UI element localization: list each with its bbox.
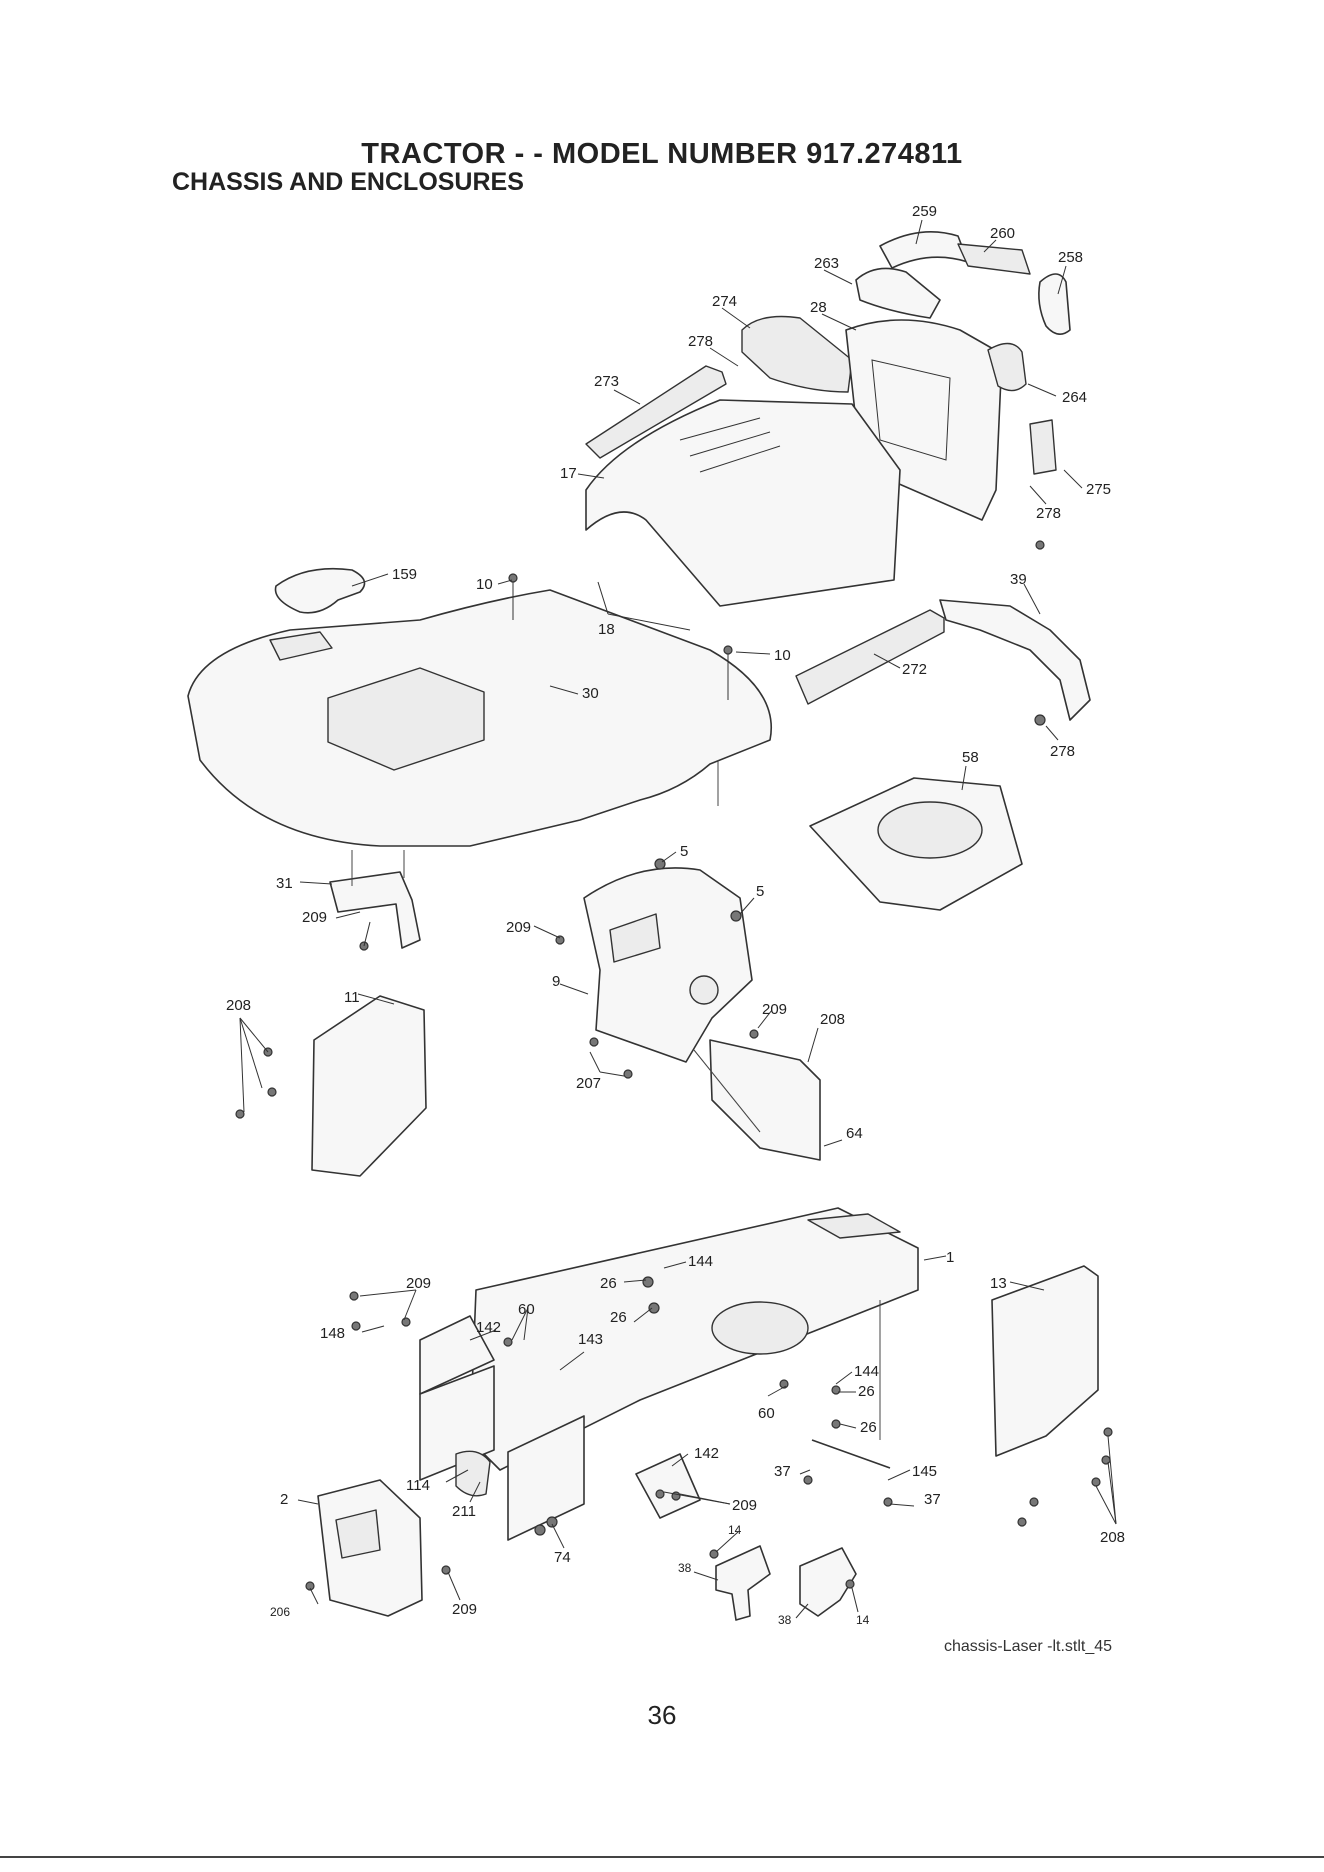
part-label-38-a: 38 (678, 1561, 692, 1575)
part-label-10-a: 10 (476, 576, 493, 593)
part-263-drawing (855, 267, 941, 319)
part-1-drawing (469, 1207, 919, 1471)
part-label-209-a: 209 (302, 909, 327, 926)
part-label-30: 30 (582, 685, 599, 702)
part-label-272: 272 (902, 661, 927, 678)
part-39-drawing (939, 599, 1091, 721)
part-label-209-e: 209 (732, 1497, 757, 1514)
part-label-14-b: 14 (856, 1613, 870, 1627)
part-label-278-b: 278 (1036, 505, 1061, 522)
part-label-26-c: 26 (858, 1383, 875, 1400)
part-142b-drawing (635, 1453, 701, 1519)
part-label-38-b: 38 (778, 1613, 792, 1627)
part-label-274: 274 (712, 293, 737, 310)
part-label-11: 11 (344, 989, 360, 1006)
part-label-37-a: 37 (774, 1463, 791, 1480)
part-label-58: 58 (962, 749, 979, 766)
section-title: CHASSIS AND ENCLOSURES (172, 168, 524, 196)
part-38a-drawing (715, 1545, 771, 1621)
part-label-10-b: 10 (774, 647, 791, 664)
part-label-37-b: 37 (924, 1491, 941, 1508)
part-label-263: 263 (814, 255, 839, 272)
part-272-drawing (795, 609, 945, 705)
part-label-1: 1 (946, 1249, 954, 1266)
part-label-64: 64 (846, 1125, 863, 1142)
part-label-144-a: 144 (688, 1253, 713, 1270)
part-label-145: 145 (912, 1463, 937, 1480)
part-114-drawing (455, 1450, 491, 1497)
part-label-264: 264 (1062, 389, 1087, 406)
part-label-273: 273 (594, 373, 619, 390)
part-label-207: 207 (576, 1075, 601, 1092)
part-label-60-b: 60 (758, 1405, 775, 1422)
part-label-209-b: 209 (506, 919, 531, 936)
part-label-209-c: 209 (762, 1001, 787, 1018)
part-label-18: 18 (598, 621, 615, 638)
part-label-259: 259 (912, 203, 937, 220)
part-label-159: 159 (392, 566, 417, 583)
part-label-211: 211 (452, 1503, 476, 1520)
part-label-206: 206 (270, 1605, 290, 1619)
part-17-drawing (585, 399, 901, 607)
part-label-208-c: 208 (1100, 1529, 1125, 1546)
part-label-208-b: 208 (820, 1011, 845, 1028)
part-142a-drawing (419, 1315, 495, 1395)
part-label-26-b: 26 (610, 1309, 627, 1326)
part-label-5-a: 5 (680, 843, 688, 860)
part-273-drawing (585, 365, 727, 459)
part-38b-drawing (799, 1547, 857, 1617)
part-11-drawing (311, 995, 427, 1177)
diagram-file-caption: chassis-Laser -lt.stlt_45 (944, 1638, 1113, 1655)
part-label-2: 2 (280, 1491, 288, 1508)
part-31-drawing (329, 871, 421, 949)
part-label-31: 31 (276, 875, 293, 892)
part-label-209-d: 209 (406, 1275, 431, 1292)
part-259-drawing (879, 231, 969, 269)
part-label-26-a: 26 (600, 1275, 617, 1292)
part-label-14-a: 14 (728, 1523, 742, 1537)
part-64-drawing (709, 1039, 821, 1161)
part-label-258: 258 (1058, 249, 1083, 266)
part-label-144-b: 144 (854, 1363, 879, 1380)
part-13-drawing (991, 1265, 1099, 1457)
part-label-208-a: 208 (226, 997, 251, 1014)
part-label-114: 114 (406, 1477, 430, 1494)
part-label-278-c: 278 (1050, 743, 1075, 760)
part-label-26-d: 26 (860, 1419, 877, 1436)
part-159-drawing (274, 567, 366, 614)
bottom-rule (0, 1856, 1324, 1858)
part-label-60-a: 60 (518, 1301, 535, 1318)
part-label-275: 275 (1086, 481, 1111, 498)
part-label-9: 9 (552, 973, 560, 990)
part-label-74: 74 (554, 1549, 571, 1566)
part-label-209-f: 209 (452, 1601, 477, 1618)
part-label-28: 28 (810, 299, 827, 316)
part-label-148: 148 (320, 1325, 345, 1342)
part-264-drawing (987, 342, 1027, 392)
part-center-plate-drawing (507, 1415, 585, 1541)
part-label-143: 143 (578, 1331, 603, 1348)
part-label-278-a: 278 (688, 333, 713, 350)
part-275-drawing (1029, 419, 1057, 475)
leader-lines (239, 219, 1117, 1619)
fasteners (235, 540, 1113, 1591)
part-145-drawing (811, 1439, 891, 1469)
page-title: TRACTOR - - MODEL NUMBER 917.274811 (361, 138, 963, 170)
part-label-17: 17 (560, 465, 577, 482)
part-label-260: 260 (990, 225, 1015, 242)
part-9-drawing (583, 867, 753, 1063)
part-260-drawing (957, 243, 1031, 275)
part-label-13: 13 (990, 1275, 1007, 1292)
assembly-guide-lines (351, 760, 881, 1440)
part-labels: 259 260 258 263 274 28 278 273 264 17 27… (226, 203, 1125, 1627)
part-274-drawing (741, 315, 853, 393)
part-label-39: 39 (1010, 571, 1027, 588)
part-258-drawing (1038, 273, 1071, 335)
page-number: 36 (647, 1700, 677, 1730)
part-label-5-b: 5 (756, 883, 764, 900)
part-label-142-a: 142 (476, 1319, 501, 1336)
part-label-142-b: 142 (694, 1445, 719, 1462)
